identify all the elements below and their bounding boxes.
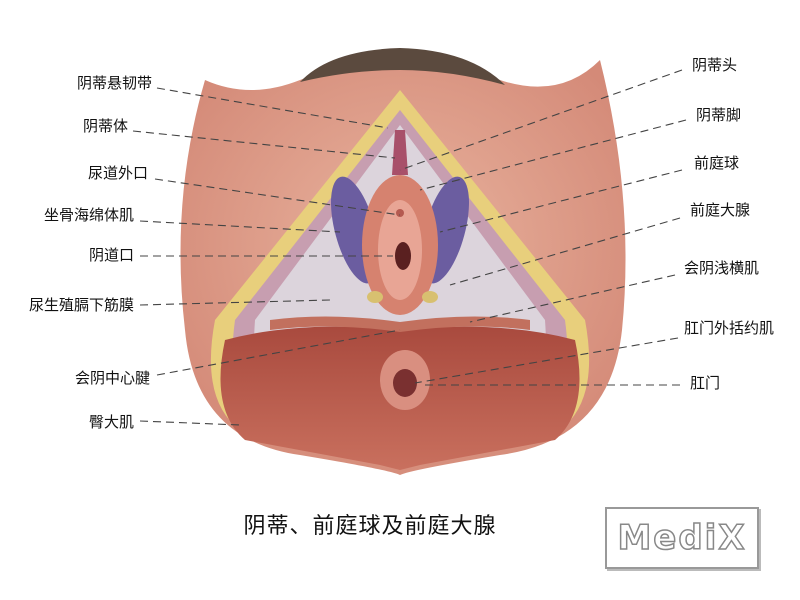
- leader-lines: [132, 69, 687, 426]
- leader-line: [449, 217, 681, 286]
- hair: [300, 48, 505, 85]
- label-crus-clitoris: 阴蒂脚: [696, 106, 742, 124]
- leader-line: [139, 420, 241, 426]
- label-superficial-transverse-perineal: 会阴浅横肌: [684, 259, 760, 277]
- label-glans-clitoris: 阴蒂头: [692, 56, 738, 74]
- leader-line: [154, 178, 401, 216]
- leader-line: [139, 220, 341, 233]
- leader-line: [419, 119, 687, 191]
- anus: [393, 369, 417, 397]
- label-perineal-body: 会阴中心腱: [74, 369, 150, 387]
- leader-line: [469, 274, 676, 323]
- muscles: [220, 130, 580, 470]
- leader-line: [156, 87, 389, 129]
- figure-title: 阴蒂、前庭球及前庭大腺: [243, 514, 497, 539]
- label-clitoris-body: 阴蒂体: [82, 117, 128, 135]
- label-ischiocavernosus: 坐骨海绵体肌: [43, 206, 134, 224]
- logo-text: MediX: [617, 517, 747, 559]
- label-urethral-orifice: 尿道外口: [87, 164, 148, 182]
- leader-line: [132, 130, 396, 159]
- label-vaginal-orifice: 阴道口: [88, 246, 134, 264]
- leader-line: [399, 69, 683, 171]
- medix-logo: MediX: [605, 507, 759, 569]
- label-perineal-membrane: 尿生殖膈下筋膜: [28, 296, 134, 314]
- label-gluteus-maximus: 臀大肌: [88, 413, 134, 431]
- label-suspensory-ligament-clitoris: 阴蒂悬韧带: [76, 74, 152, 92]
- leader-line: [156, 329, 401, 376]
- label-anus: 肛门: [690, 374, 721, 392]
- label-vestibular-bulb: 前庭球: [694, 154, 740, 172]
- leader-line: [139, 299, 331, 306]
- label-external-anal-sphincter: 肛门外括约肌: [684, 319, 775, 337]
- label-greater-vestibular-gland: 前庭大腺: [690, 201, 751, 219]
- leader-line: [414, 337, 679, 384]
- leader-line: [439, 169, 683, 233]
